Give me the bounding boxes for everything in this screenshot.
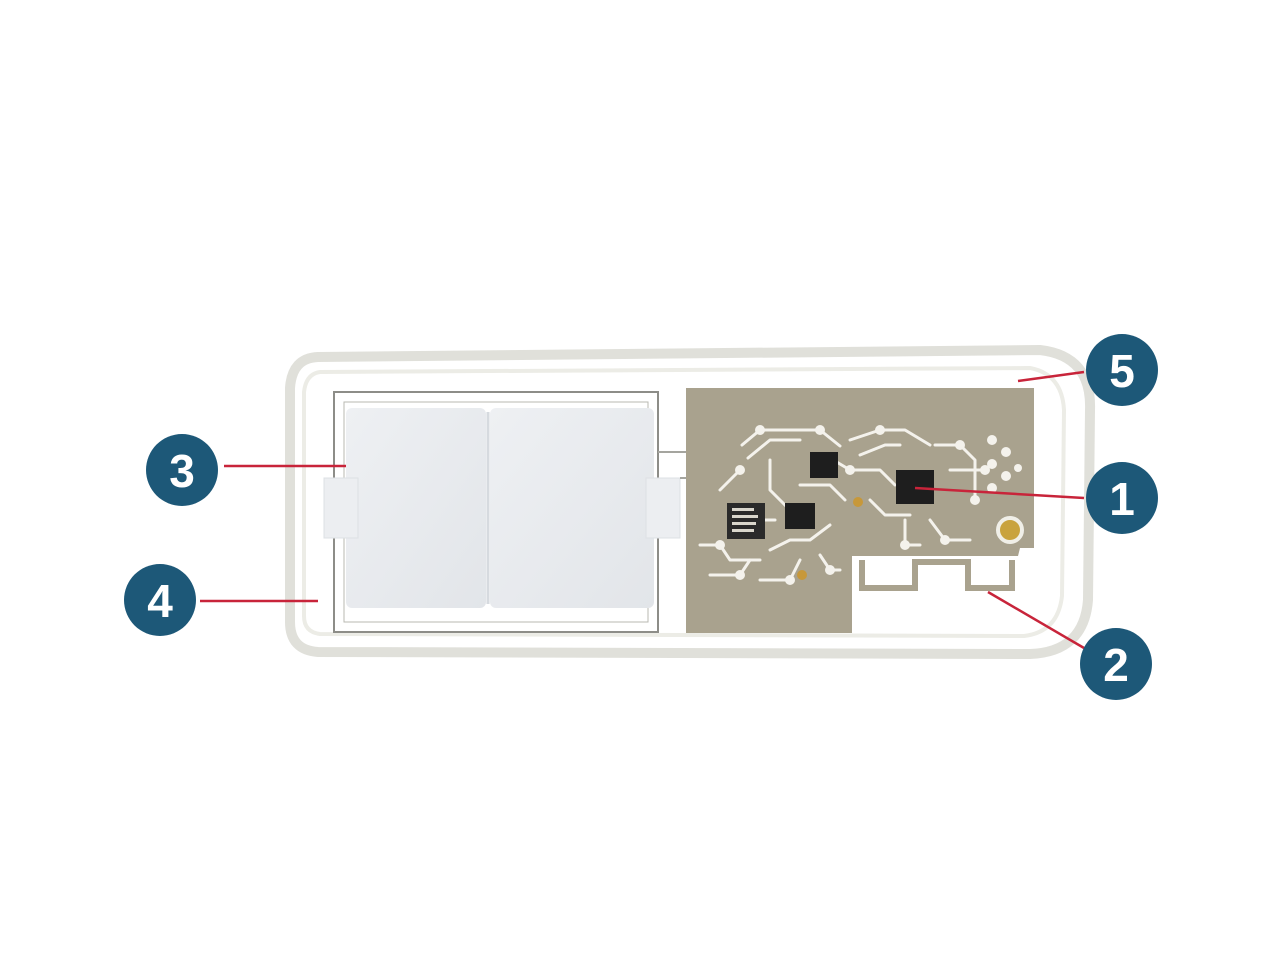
leader-line-2 — [987, 590, 1085, 650]
sensor-chip — [785, 503, 815, 529]
copper-pad — [853, 497, 863, 507]
callout-badge-4: 4 — [124, 564, 196, 636]
pcb-vias — [715, 425, 1022, 585]
gold-contact — [996, 516, 1024, 544]
callout-number-1: 1 — [1109, 473, 1135, 525]
mcu-chip — [896, 470, 934, 504]
pcb-traces — [698, 428, 987, 582]
pad-tab-right — [645, 477, 681, 539]
callout-number-5: 5 — [1109, 345, 1135, 397]
callout-number-3: 3 — [169, 445, 195, 497]
callout-badge-1: 1 — [1086, 462, 1158, 534]
leader-line-1 — [914, 486, 1085, 500]
patch-inner-frame — [302, 365, 1067, 639]
leader-line-5 — [1017, 370, 1085, 383]
hydrogel-pad-left — [346, 408, 486, 608]
pad-tab-left — [323, 477, 359, 539]
antenna-trace — [859, 559, 1015, 591]
callout-number-4: 4 — [147, 575, 173, 627]
callout-number-2: 2 — [1103, 639, 1129, 691]
callout-badge-3: 3 — [146, 434, 218, 506]
callout-badge-5: 5 — [1086, 334, 1158, 406]
copper-pad — [797, 570, 807, 580]
hydrogel-pad-right — [490, 408, 654, 608]
chip-marking — [732, 508, 758, 532]
regulator-chip — [810, 452, 838, 478]
pcb-board — [686, 388, 1034, 633]
leader-lines — [200, 370, 1085, 650]
callout-badge-2: 2 — [1080, 628, 1152, 700]
